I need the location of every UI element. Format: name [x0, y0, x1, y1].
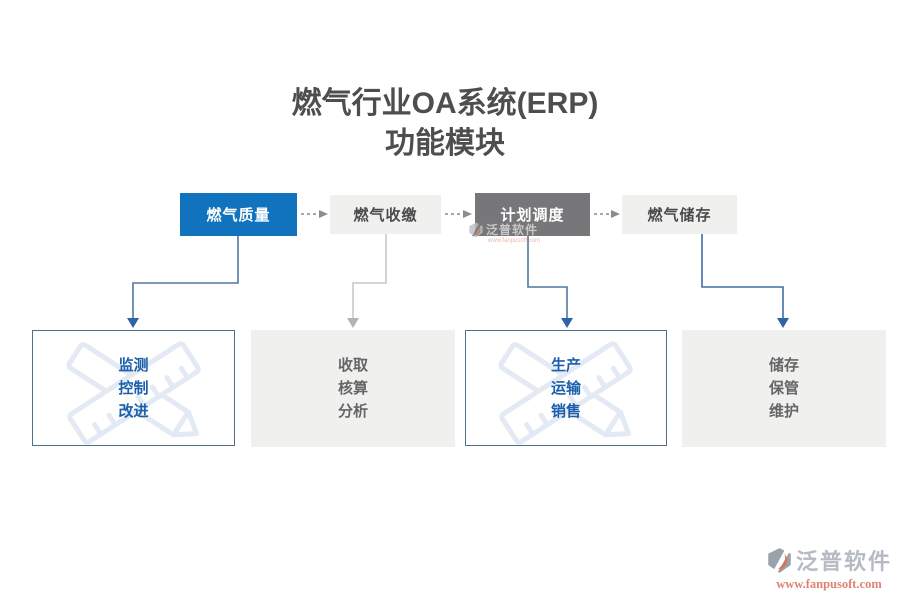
connector-gas-storage	[701, 234, 784, 318]
function-line: 分析	[337, 403, 368, 420]
function-line: 核算	[337, 380, 368, 397]
module-label: 燃气收缴	[353, 207, 418, 224]
function-line: 维护	[768, 403, 799, 420]
connector-plan-dispatch	[527, 236, 568, 318]
function-line: 保管	[768, 380, 799, 397]
arrowhead-icon	[127, 318, 139, 328]
arrowhead-icon	[561, 318, 573, 328]
footer-brand-text: 泛普软件	[795, 549, 892, 574]
module-box-gas-storage: 燃气储存	[622, 195, 737, 234]
watermark-url-text: www.fanpusoft.com	[488, 238, 541, 244]
title-line-2: 功能模块	[385, 127, 505, 160]
function-line: 控制	[118, 379, 149, 397]
footer-url-text: www.fanpusoft.com	[776, 577, 882, 591]
module-box-plan-dispatch: 计划调度	[475, 193, 590, 236]
module-box-gas-collection: 燃气收缴	[330, 195, 441, 234]
function-line: 生产	[550, 356, 581, 374]
function-line: 收取	[337, 357, 368, 374]
module-label: 燃气质量	[206, 207, 271, 224]
function-line: 储存	[768, 357, 799, 374]
diagram-title: 燃气行业OA系统(ERP) 功能模块	[0, 84, 890, 164]
footer-brand-logo: 泛普软件 www.fanpusoft.com	[766, 544, 892, 592]
ruler-pencil-watermark-icon	[65, 340, 201, 445]
connector-gas-quality	[132, 236, 239, 318]
function-line: 监测	[118, 356, 149, 374]
module-box-gas-quality: 燃气质量	[180, 193, 297, 236]
function-box-collection: 收取 核算 分析	[251, 330, 455, 447]
module-label: 计划调度	[500, 207, 565, 224]
arrowhead-icon	[777, 318, 789, 328]
arrowhead-icon	[347, 318, 359, 328]
module-label: 燃气储存	[647, 207, 712, 224]
function-line: 运输	[550, 379, 581, 397]
function-line: 销售	[550, 402, 581, 420]
ruler-pencil-watermark-icon	[498, 340, 633, 445]
function-box-storage: 储存 保管 维护	[682, 330, 886, 447]
title-line-1: 燃气行业OA系统(ERP)	[291, 87, 599, 120]
function-box-dispatch: 生产 运输 销售	[465, 330, 667, 446]
fanpu-logo-icon	[768, 547, 791, 573]
function-line: 改进	[118, 402, 149, 420]
function-box-quality: 监测 控制 改进	[32, 330, 235, 446]
connector-gas-collection	[352, 234, 387, 318]
